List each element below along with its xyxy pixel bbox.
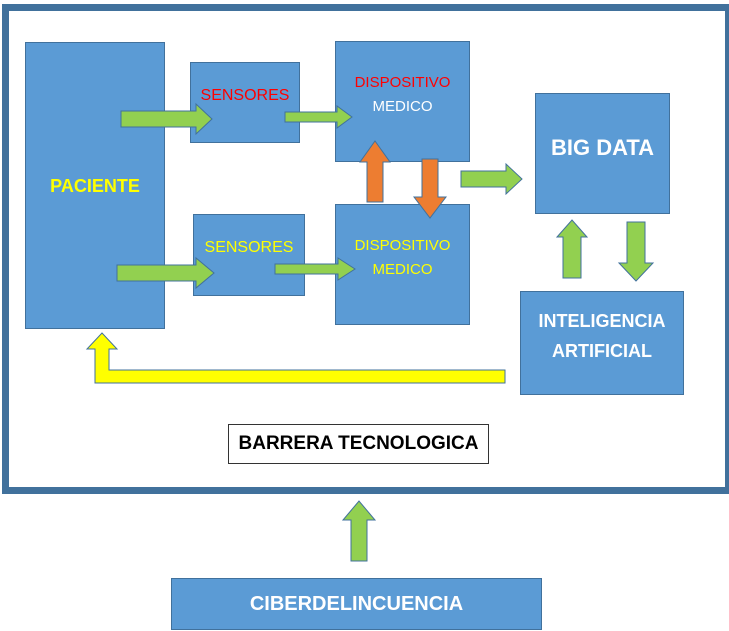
arrow-ia-to-big-data — [555, 219, 589, 279]
dispositivo-top-line2: MEDICO — [372, 98, 433, 115]
big-data-label: BIG DATA — [550, 135, 655, 160]
arrow-big-data-to-ia — [617, 221, 655, 282]
ia-line1: INTELIGENCIA — [538, 311, 666, 331]
arrow-paciente-to-sensores-top — [120, 102, 213, 136]
arrow-paciente-to-sensores-bottom — [116, 256, 215, 290]
arrow-ciberdelincuencia-to-barrera — [341, 500, 377, 562]
sensores-bottom-box: SENSORES — [193, 214, 305, 296]
arrow-sensores-bottom-to-dispositivo-bottom — [274, 257, 356, 281]
paciente-label: PACIENTE — [50, 175, 140, 196]
dispositivo-bottom-line1: DISPOSITIVO — [354, 237, 451, 254]
dispositivo-bottom-box: DISPOSITIVO MEDICO — [335, 204, 470, 325]
barrera-tecnologica-label: BARRERA TECNOLOGICA — [238, 433, 479, 454]
barrera-tecnologica-label-box: BARRERA TECNOLOGICA — [228, 424, 489, 464]
ciberdelincuencia-label: CIBERDELINCUENCIA — [249, 593, 464, 615]
arrow-dispositivo-to-big-data — [460, 162, 523, 196]
paciente-box: PACIENTE — [25, 42, 165, 329]
arrow-dispositivo-top-to-bottom — [412, 158, 448, 219]
arrow-dispositivo-bottom-to-top — [359, 140, 391, 203]
sensores-top-box: SENSORES — [190, 62, 300, 143]
ciberdelincuencia-box: CIBERDELINCUENCIA — [171, 578, 542, 630]
sensores-bottom-label: SENSORES — [204, 239, 294, 256]
sensores-top-label: SENSORES — [200, 86, 290, 104]
ia-line2: ARTIFICIAL — [552, 341, 652, 361]
arrow-sensores-top-to-dispositivo-top — [284, 105, 353, 129]
dispositivo-top-line1: DISPOSITIVO — [354, 74, 451, 91]
arrow-ia-to-paciente — [85, 332, 506, 384]
big-data-box: BIG DATA — [535, 93, 670, 214]
dispositivo-bottom-line2: MEDICO — [372, 261, 433, 278]
dispositivo-top-box: DISPOSITIVO MEDICO — [335, 41, 470, 162]
inteligencia-artificial-box: INTELIGENCIA ARTIFICIAL — [520, 291, 684, 395]
